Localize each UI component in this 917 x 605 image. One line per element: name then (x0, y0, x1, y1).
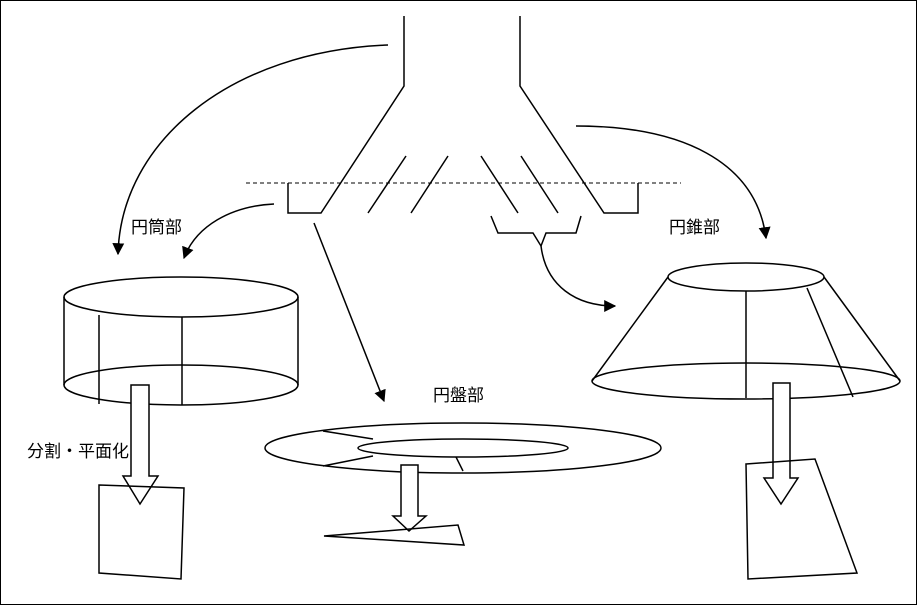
cylinder (63, 276, 299, 580)
disc (264, 422, 662, 546)
label-cone: 円錐部 (669, 218, 720, 238)
label-disc: 円盤部 (433, 386, 484, 406)
label-cylinder: 円筒部 (131, 218, 182, 238)
flow-arrows (112, 44, 771, 403)
cone (591, 262, 901, 580)
label-flatten: 分割・平面化 (27, 442, 129, 462)
funnel (246, 16, 681, 248)
